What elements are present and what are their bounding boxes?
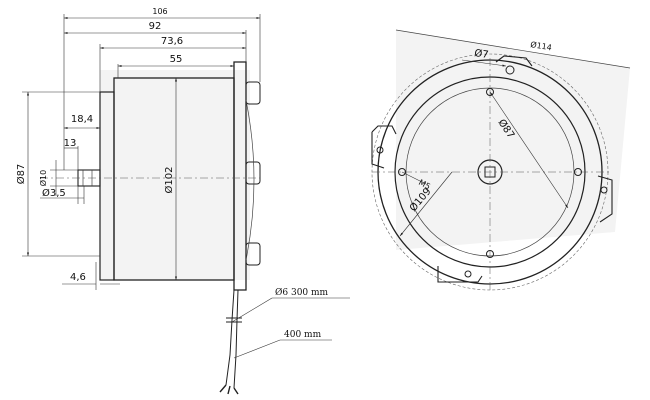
dim-flange-offset: 4,6 (70, 272, 86, 283)
front-view: Ø114 Ø7 Ø87 Ø109 M5 (371, 29, 631, 291)
side-view: 106 92 73,6 55 Ø87 18,4 13 Ø10 (15, 7, 350, 395)
hole-top (505, 65, 515, 75)
cable-leader-2 (233, 339, 281, 359)
rear-bulge (245, 99, 255, 261)
lead-length-label: 400 mm (284, 330, 322, 340)
cable-edge (233, 289, 239, 389)
pcd-hole-right (574, 168, 582, 176)
pcd-hole-bottom (486, 250, 494, 258)
pcd-hole-left (398, 168, 406, 176)
dim-shaft-diameter: Ø10 (38, 170, 48, 186)
dim-flange-diameter: Ø87 (15, 164, 27, 185)
rear-plate (233, 61, 247, 291)
cable-leader-1 (231, 297, 273, 323)
dim-length-92: 92 (149, 21, 162, 32)
dim-offset-18-4: 18,4 (71, 114, 93, 125)
dim-overall-length: 106 (152, 7, 167, 16)
cable (225, 289, 235, 386)
rear-screw-mid (245, 161, 261, 185)
tab-left (371, 125, 397, 169)
tab-bottom (437, 266, 483, 283)
dim-length-73-6: 73,6 (161, 36, 183, 47)
tab-right (597, 175, 613, 223)
dim-shaft-length: 13 (64, 138, 77, 149)
dim-body-length: 55 (170, 54, 183, 65)
cable-leads (219, 384, 239, 395)
cable-diameter-label: Ø6 300 mm (275, 287, 329, 298)
dim-hole-diameter: Ø7 (474, 47, 490, 61)
rear-screw-top (245, 81, 261, 105)
dim-shaft-hole: Ø3,5 (42, 187, 66, 199)
tab-top (495, 55, 533, 67)
rear-screw-bottom (245, 242, 261, 266)
dim-outer-diameter: Ø114 (530, 39, 553, 52)
dim-outer-extent (395, 29, 631, 69)
dim-body-diameter: Ø102 (163, 167, 175, 194)
